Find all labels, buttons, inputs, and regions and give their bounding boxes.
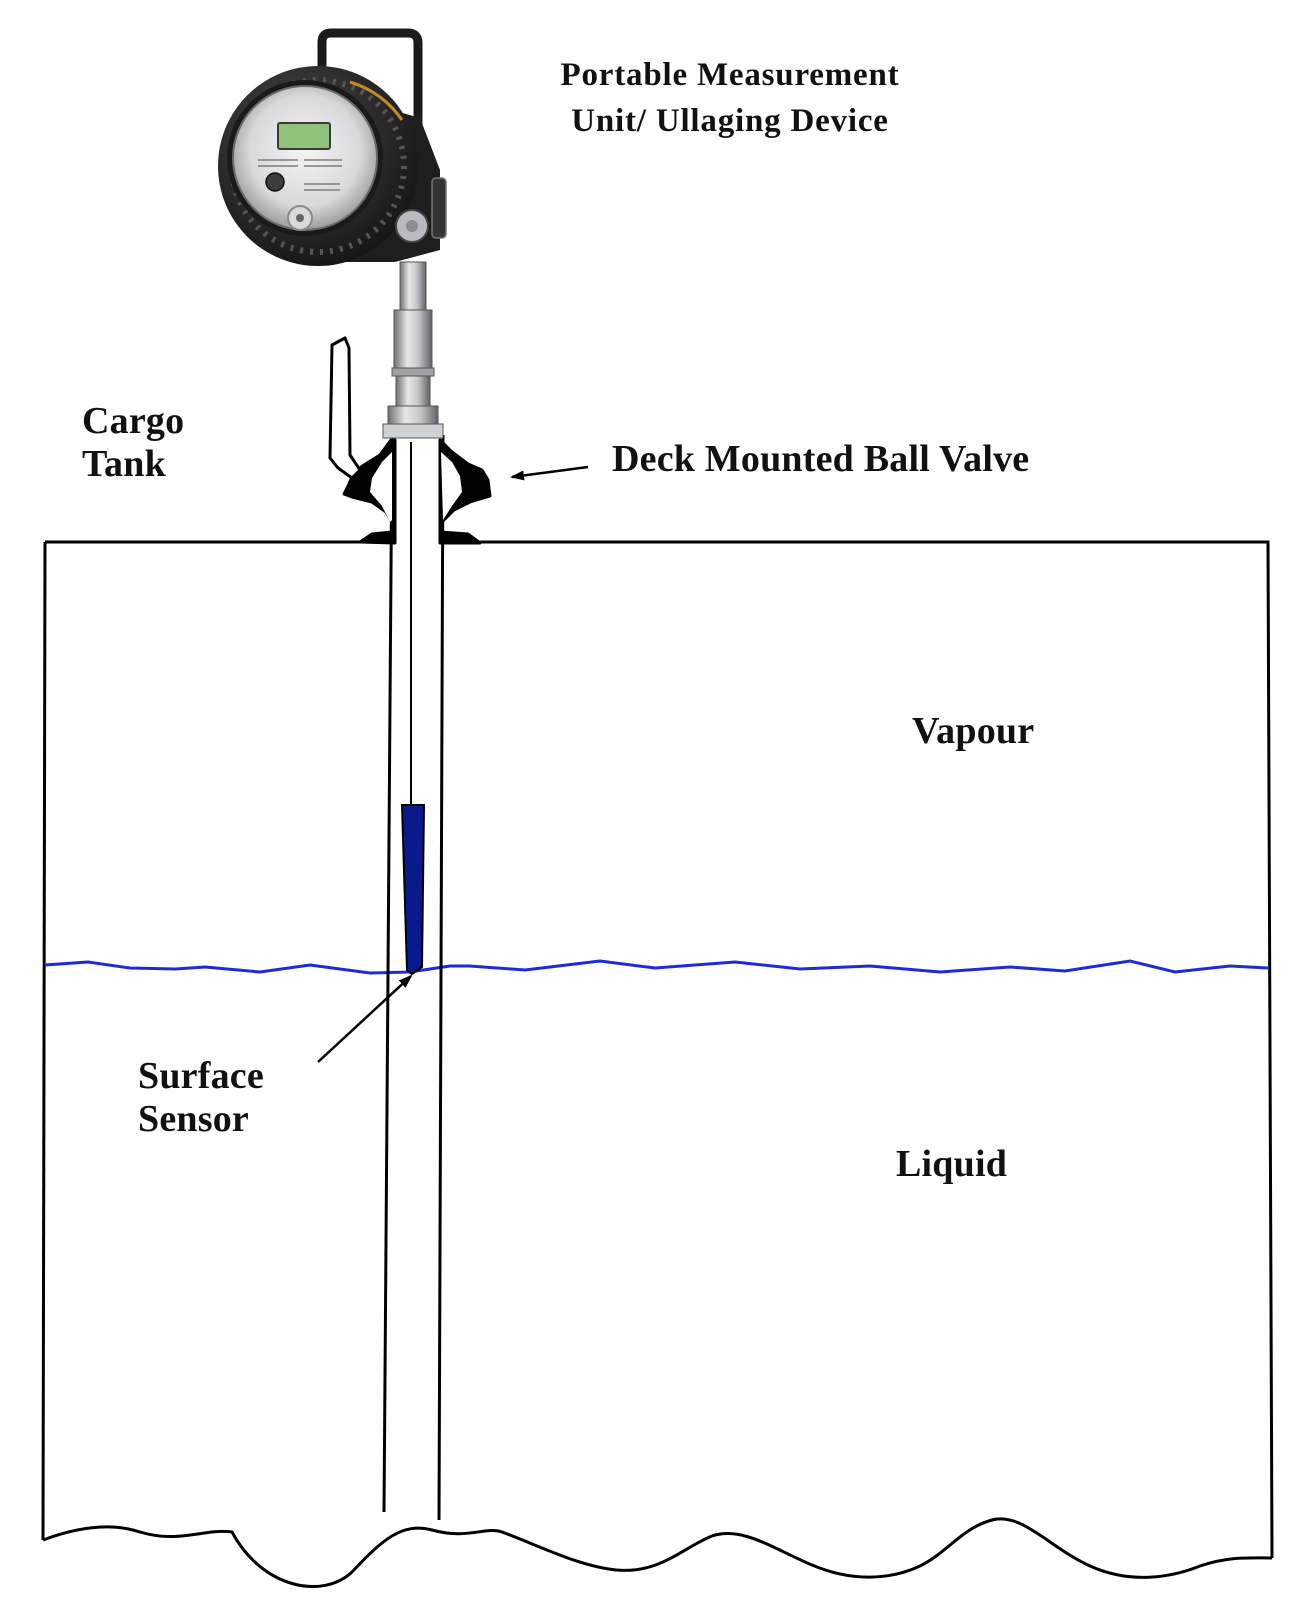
surface-sensor-probe xyxy=(400,442,426,976)
cargo-tank-label: Cargo Tank xyxy=(82,400,185,485)
surface-sensor-label: Surface Sensor xyxy=(138,1055,264,1140)
cargo-tank-outline xyxy=(41,540,1274,1588)
surface-sensor-arrow xyxy=(317,974,413,1063)
portable-unit-label: Portable Measurement Unit/ Ullaging Devi… xyxy=(560,57,900,140)
portable-ullage-gauge-icon xyxy=(218,28,447,439)
ball-valve-arrow xyxy=(510,465,589,481)
deck-ball-valve xyxy=(328,336,492,545)
liquid-surface-line xyxy=(44,959,1269,975)
liquid-label: Liquid xyxy=(896,1143,1008,1185)
sounding-pipe xyxy=(382,434,445,1521)
ball-valve-label: Deck Mounted Ball Valve xyxy=(612,438,1030,480)
vapour-label: Vapour xyxy=(912,710,1035,752)
